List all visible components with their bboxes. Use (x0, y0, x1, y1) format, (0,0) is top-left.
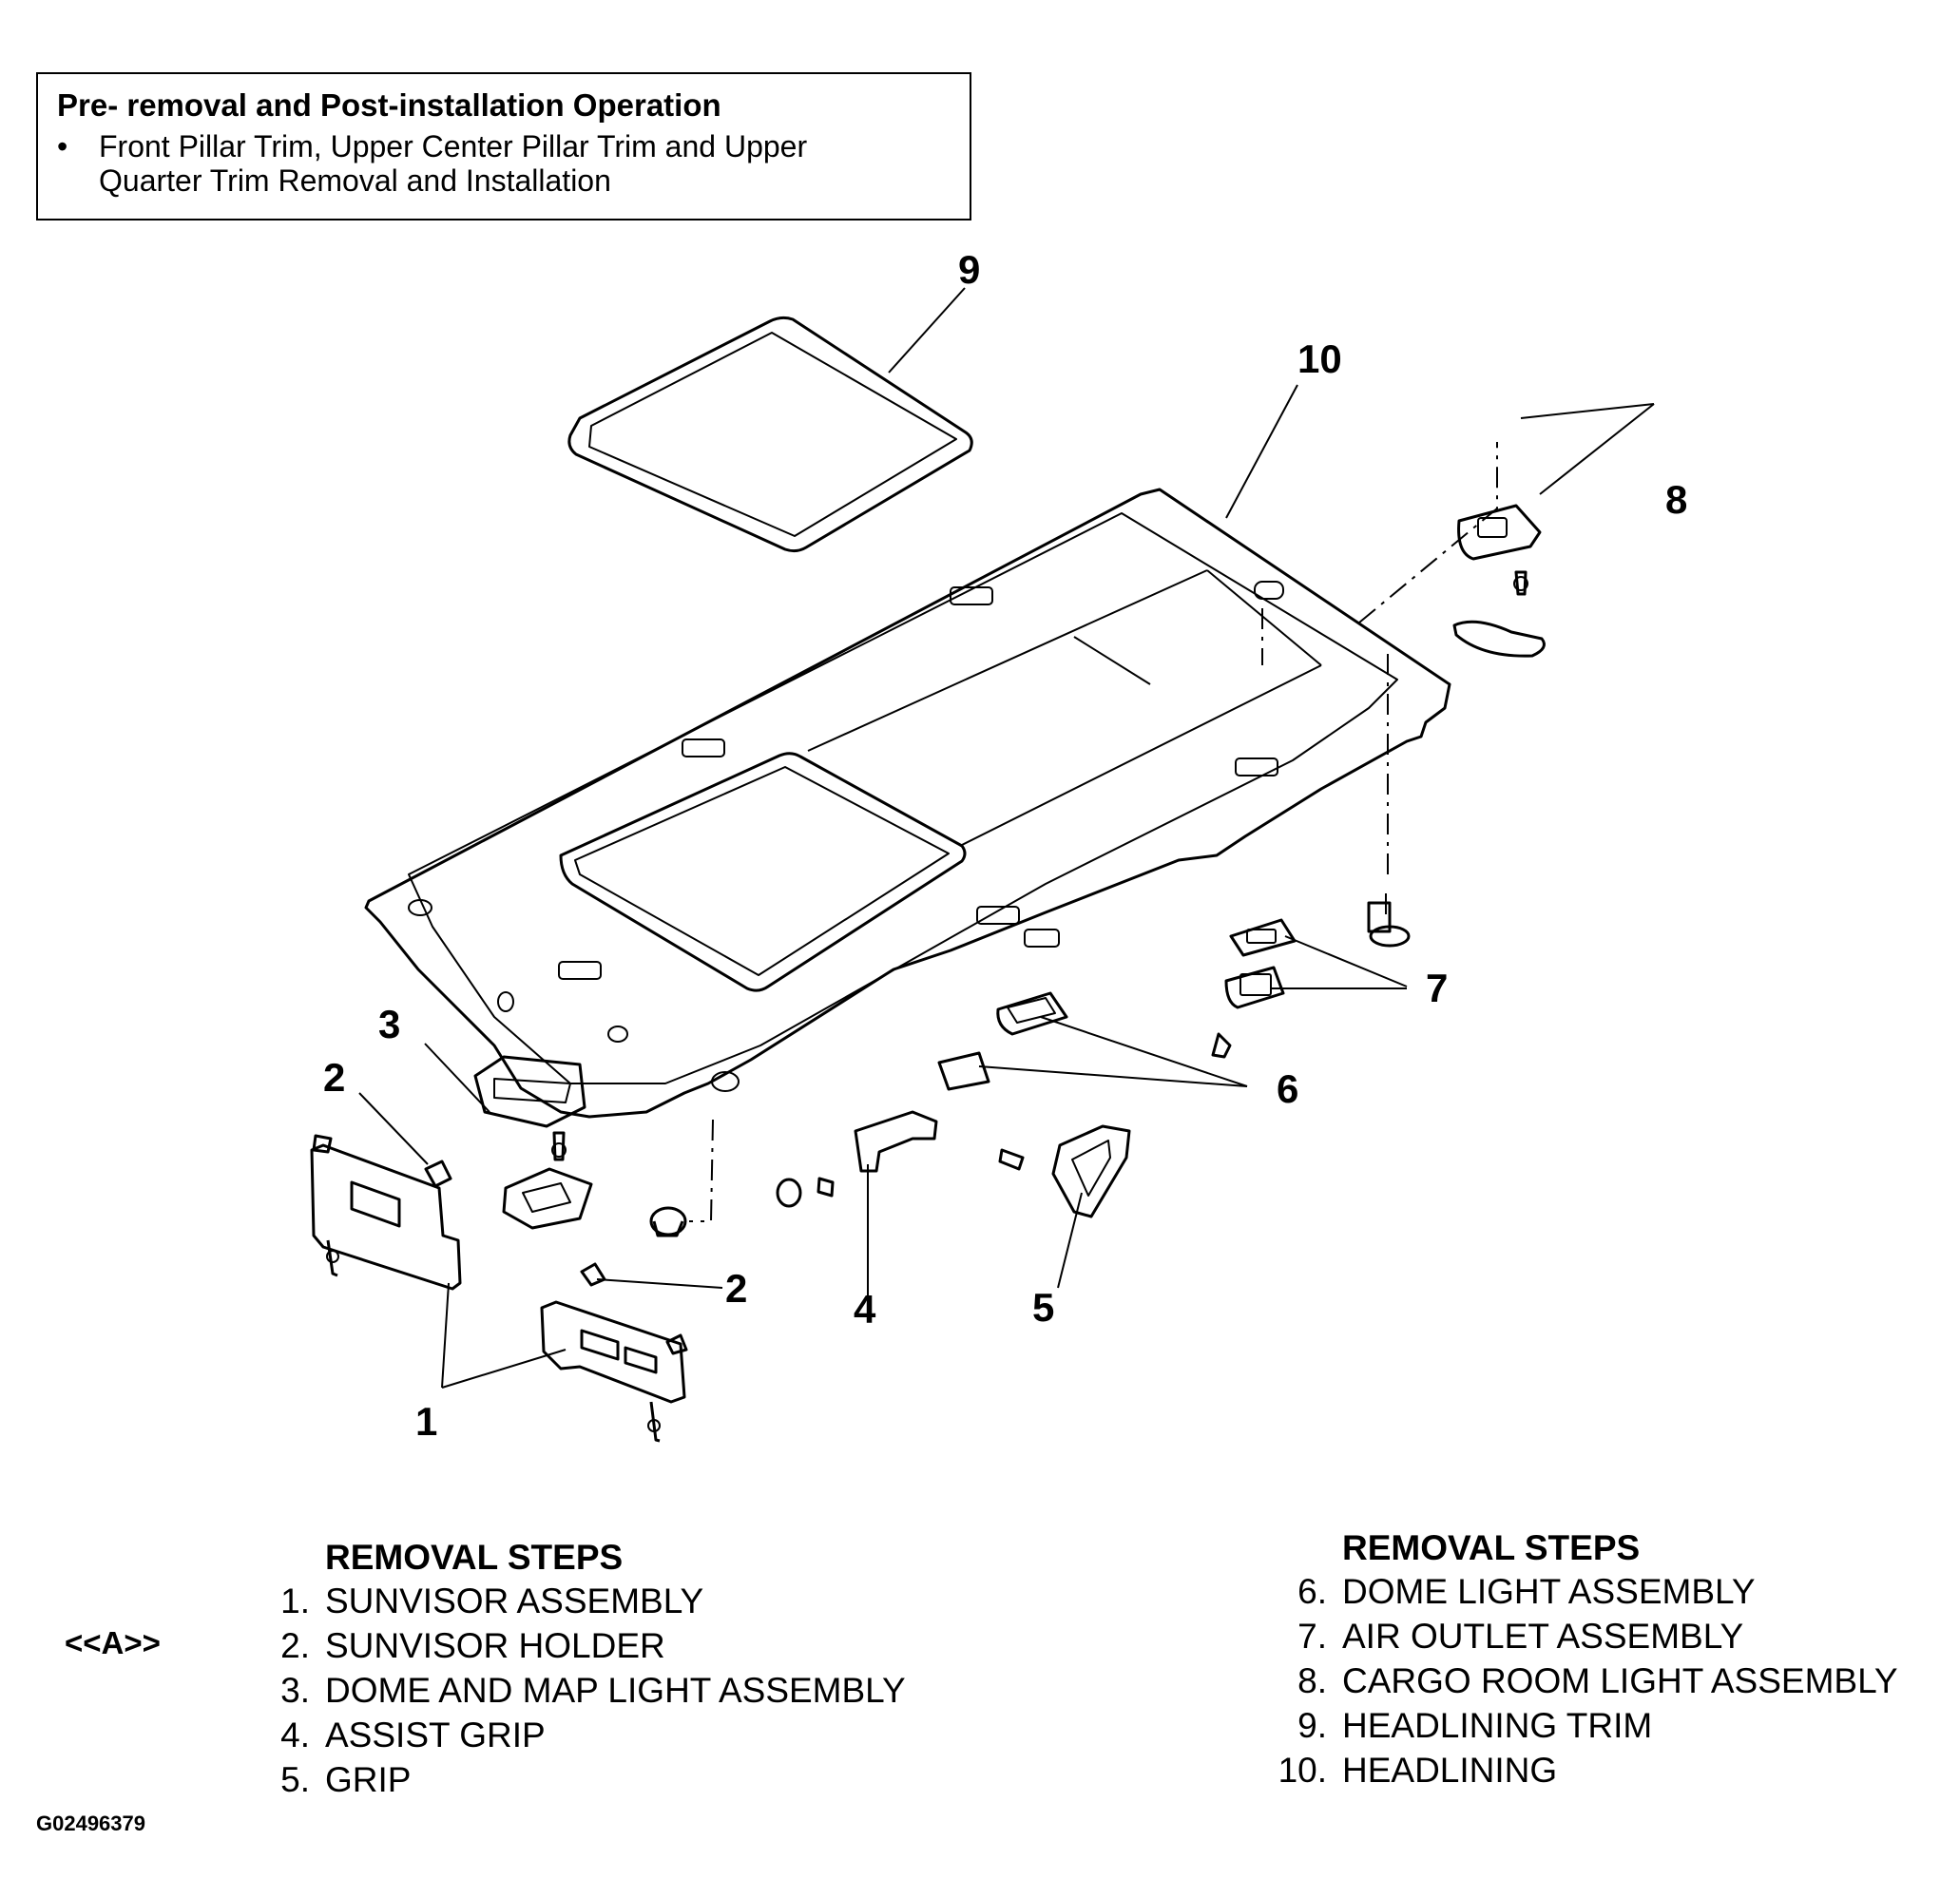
removal-step: 4. ASSIST GRIP (280, 1716, 906, 1760)
step-number: 4. (280, 1716, 310, 1754)
step-label: DOME AND MAP LIGHT ASSEMBLY (325, 1671, 906, 1710)
removal-steps-right: REMOVAL STEPS 6. DOME LIGHT ASSEMBLY 7. AI… (1278, 1528, 1898, 1795)
removal-step: 3. DOME AND MAP LIGHT ASSEMBLY (280, 1671, 906, 1716)
step-label: SUNVISOR ASSEMBLY (325, 1582, 704, 1620)
removal-step: 9. HEADLINING TRIM (1297, 1706, 1898, 1751)
pre-operation-item-line2: Quarter Trim Removal and Installation (99, 163, 611, 198)
step-number: 1. (280, 1582, 310, 1620)
step-marker-a: <<A>> (65, 1625, 161, 1660)
air-outlet (1224, 893, 1411, 1009)
step-label: HEADLINING (1342, 1751, 1558, 1790)
callout-2-upper: 2 (323, 1055, 345, 1100)
sunvisor-holder-1 (424, 1160, 452, 1188)
callout-3: 3 (378, 1002, 400, 1046)
step-label: ASSIST GRIP (325, 1716, 546, 1754)
sunvisor-holder-2 (580, 1262, 606, 1287)
headlining-trim (567, 316, 973, 553)
assist-grip (776, 1110, 938, 1208)
removal-step: 1. SUNVISOR ASSEMBLY (280, 1582, 906, 1626)
pre-operation-box: Pre- removal and Post-installation Opera… (36, 72, 971, 220)
removal-steps-heading: REMOVAL STEPS (325, 1538, 624, 1577)
removal-steps-heading: REMOVAL STEPS (1342, 1528, 1641, 1567)
grip (998, 1124, 1131, 1218)
removal-step: 6. DOME LIGHT ASSEMBLY (1297, 1572, 1898, 1617)
step-number: 5. (280, 1760, 310, 1799)
step-number: 8. (1297, 1661, 1327, 1700)
bullet: • (57, 129, 68, 163)
step-label: GRIP (325, 1760, 412, 1799)
step-label: DOME LIGHT ASSEMBLY (1342, 1572, 1756, 1611)
removal-step: 7. AIR OUTLET ASSEMBLY (1297, 1617, 1898, 1661)
step-number: 6. (1297, 1572, 1327, 1611)
callout-9: 9 (958, 247, 980, 292)
step-label: HEADLINING TRIM (1342, 1706, 1653, 1745)
callout-4: 4 (854, 1287, 876, 1332)
callout-5: 5 (1032, 1285, 1054, 1330)
removal-step: 2. SUNVISOR HOLDER (280, 1626, 906, 1671)
step-number: 9. (1297, 1706, 1327, 1745)
step-number: 2. (280, 1626, 310, 1665)
headlining-clips (408, 581, 1284, 1092)
cargo-room-light (1452, 504, 1546, 658)
removal-step: 10. HEADLINING (1278, 1751, 1898, 1795)
screw-7 (1211, 1032, 1232, 1059)
callout-10: 10 (1297, 336, 1342, 381)
step-label: SUNVISOR HOLDER (325, 1626, 665, 1665)
callout-8: 8 (1665, 477, 1687, 522)
step-number: 10. (1278, 1751, 1327, 1790)
step-label: AIR OUTLET ASSEMBLY (1342, 1617, 1744, 1656)
pre-operation-title: Pre- removal and Post-installation Opera… (57, 87, 721, 123)
removal-steps-left: REMOVAL STEPS 1. SUNVISOR ASSEMBLY 2. SUNV… (280, 1538, 906, 1805)
figure-id: G02496379 (36, 1812, 145, 1835)
sunvisor-lower (540, 1300, 688, 1443)
step-number: 7. (1297, 1617, 1327, 1656)
centerlines (689, 442, 1498, 1222)
step-label: CARGO ROOM LIGHT ASSEMBLY (1342, 1661, 1898, 1700)
headlining-clip (649, 1206, 687, 1237)
step-number: 3. (280, 1671, 310, 1710)
headlining (364, 488, 1451, 1119)
dome-map-light (473, 1055, 593, 1230)
removal-step: 5. GRIP (280, 1760, 906, 1805)
leader-lines (358, 287, 1655, 1389)
dome-light (937, 991, 1068, 1091)
callout-2-lower: 2 (725, 1266, 747, 1311)
callout-6: 6 (1277, 1066, 1298, 1111)
sunvisor-upper (310, 1134, 462, 1291)
callout-7: 7 (1426, 966, 1448, 1010)
callout-1: 1 (415, 1399, 437, 1444)
pre-operation-item-line1: Front Pillar Trim, Upper Center Pillar T… (99, 129, 808, 163)
removal-step: 8. CARGO ROOM LIGHT ASSEMBLY (1297, 1661, 1898, 1706)
